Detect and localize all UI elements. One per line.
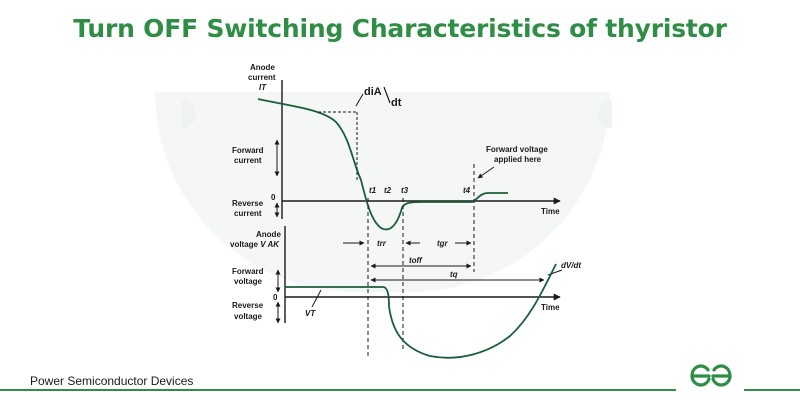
anode-voltage-label-2: voltage V AK xyxy=(230,240,280,249)
geeksforgeeks-logo-icon xyxy=(690,364,732,387)
vt-leader xyxy=(311,289,322,308)
forward-current-label-1: Forward xyxy=(232,146,264,155)
reverse-current-label-1: Reverse xyxy=(232,199,264,208)
anode-voltage-label-1: Anode xyxy=(256,230,281,239)
page-title: Turn OFF Switching Characteristics of th… xyxy=(73,14,727,43)
watermark-right-tab xyxy=(598,100,612,128)
zero-label-top: 0 xyxy=(271,193,276,202)
forward-voltage-applied-arrow xyxy=(477,166,495,179)
dt-label: dt xyxy=(391,97,402,109)
footer-rule-right xyxy=(744,389,800,391)
t1-label: t1 xyxy=(369,186,377,195)
forward-current-label-2: current xyxy=(234,156,262,165)
toff-label: toff xyxy=(409,256,423,265)
t2-label: t2 xyxy=(384,186,392,195)
tgr-label: tgr xyxy=(437,239,449,248)
watermark-left-tab xyxy=(182,100,196,128)
time-label-top: Time xyxy=(541,207,560,216)
t3-label: t3 xyxy=(401,186,409,195)
dia-dt-slash xyxy=(383,86,391,104)
footer-rule-left xyxy=(0,389,676,391)
dia-label: diA xyxy=(364,86,382,98)
it-label: IT xyxy=(259,83,267,92)
reverse-voltage-label-2: voltage xyxy=(234,312,263,321)
forward-voltage-label-2: voltage xyxy=(234,277,263,286)
t4-label: t4 xyxy=(463,186,471,195)
reverse-current-label-2: current xyxy=(234,209,262,218)
time-label-bottom: Time xyxy=(541,303,560,312)
tq-label: tq xyxy=(450,270,458,279)
anode-voltage-curve xyxy=(285,263,557,359)
trr-label: trr xyxy=(377,239,387,248)
dvdt-label: dV/dt xyxy=(561,261,581,270)
reverse-voltage-label-1: Reverse xyxy=(232,301,264,310)
anode-current-curve xyxy=(257,98,508,231)
forward-voltage-applied-label-2: applied here xyxy=(494,155,542,164)
dia-dt-leader xyxy=(355,93,364,107)
zero-label-bottom: 0 xyxy=(273,293,278,302)
forward-voltage-label-1: Forward xyxy=(232,267,264,276)
vt-label: VT xyxy=(305,309,316,318)
anode-current-label-1: Anode xyxy=(250,63,275,72)
anode-current-label-2: current xyxy=(248,73,276,82)
forward-voltage-applied-label-1: Forward voltage xyxy=(486,145,548,154)
footer-category: Power Semiconductor Devices xyxy=(30,374,194,388)
